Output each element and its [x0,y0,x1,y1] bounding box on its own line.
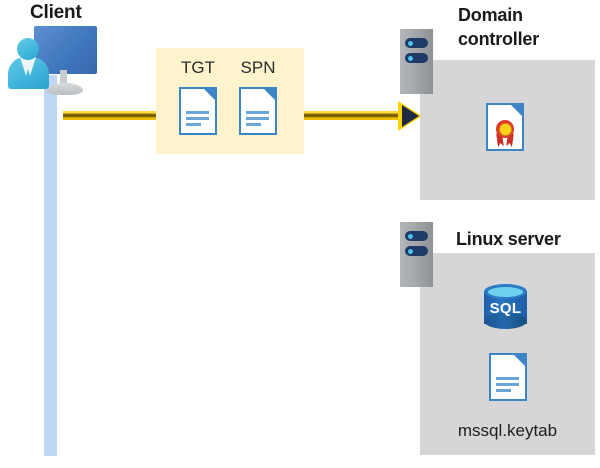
server-led [405,246,428,256]
arrow-right-icon-inner [402,105,419,127]
document-line [496,377,519,380]
server-led [405,53,428,63]
domain-controller-title-line1: Domain [458,5,523,25]
document-line [246,111,269,114]
keytab-document-icon [489,353,527,401]
flow-arrow-segment-right [297,111,401,120]
flow-arrow-segment-left [63,111,160,120]
domain-controller-title: Domain controller [458,3,588,51]
tgt-document-icon [179,87,217,135]
document-line [246,117,269,120]
server-led [405,38,428,48]
domain-controller-server-icon [400,29,433,94]
keytab-caption: mssql.keytab [457,421,558,440]
sql-cylinder-top-inner [488,286,523,297]
document-line [496,389,511,392]
monitor-stand-neck [60,70,67,87]
domain-controller-title-line2: controller [458,29,540,49]
document-line [186,111,209,114]
sql-database-icon: SQL [484,284,527,331]
linux-server-title: Linux server [456,229,561,249]
client-lifeline [44,75,57,456]
sql-cylinder-bottom [484,313,527,329]
certificate-icon [486,103,524,151]
document-line [496,383,519,386]
document-line [246,123,261,126]
tgt-label: TGT [181,58,215,77]
client-user-monitor-icon [8,26,100,95]
sql-label: SQL [489,300,522,317]
document-line [186,123,201,126]
spn-document-icon [239,87,277,135]
certificate-medal-center [498,122,512,136]
person-head-icon [17,38,39,60]
linux-server-icon [400,222,433,287]
document-line [186,117,209,120]
client-title: Client [30,2,82,23]
server-led [405,231,428,241]
spn-label: SPN [240,58,276,77]
sql-cylinder-top [484,284,527,299]
monitor-stand-base [47,83,83,95]
